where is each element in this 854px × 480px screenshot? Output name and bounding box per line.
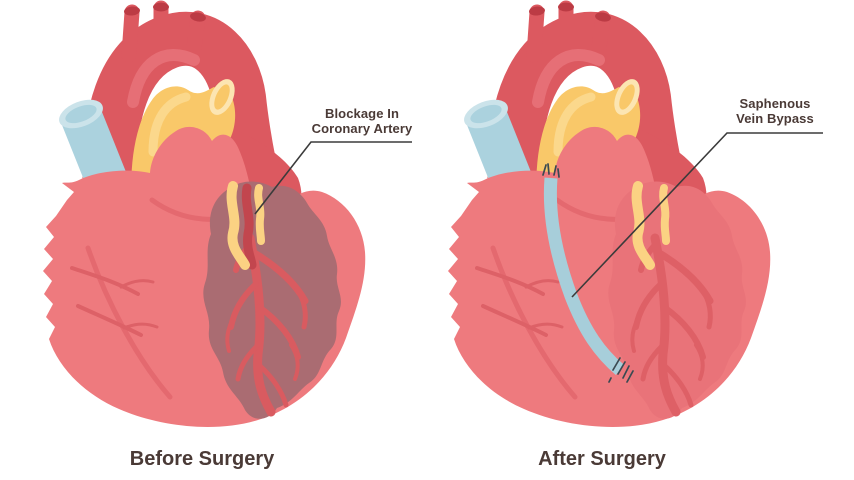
caption-before-surgery: Before Surgery (129, 448, 275, 470)
heart-before-illustration (43, 3, 365, 427)
caption-after-surgery: After Surgery (538, 448, 666, 470)
graft-sutures (542, 163, 634, 383)
annotation-blockage: Blockage In Coronary Artery (311, 106, 413, 136)
leader-line-after (571, 132, 823, 298)
artery-blockage (241, 183, 257, 270)
bypass-graft (543, 177, 625, 375)
heart-after-illustration (448, 3, 770, 427)
annotation-bypass: Saphenous Vein Bypass (736, 96, 814, 126)
leader-line-before (254, 141, 412, 215)
